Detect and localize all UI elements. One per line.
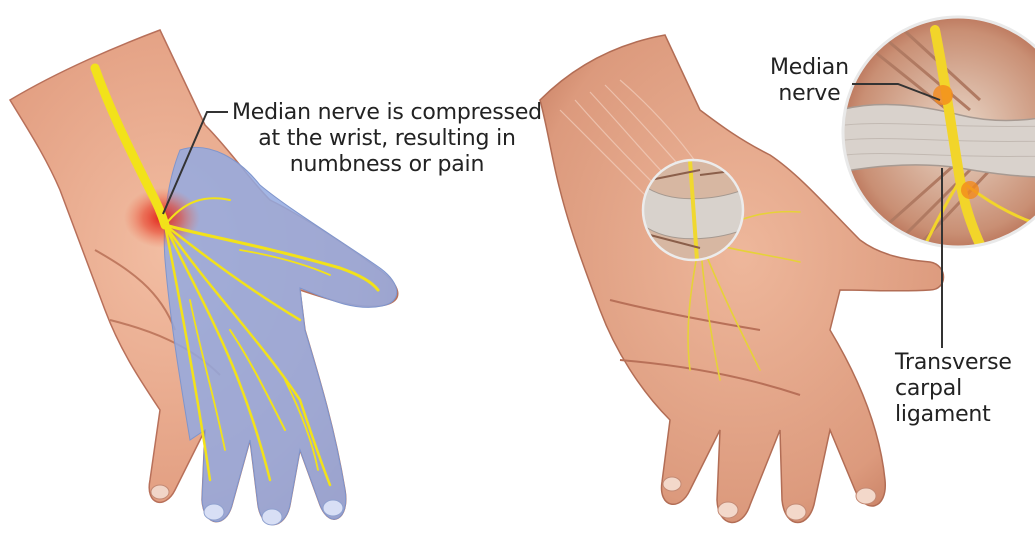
annotation-line: Median bbox=[770, 55, 849, 81]
zoomed-detail bbox=[840, 17, 1035, 255]
median-nerve-label: Median nerve bbox=[770, 55, 849, 107]
annotation-line: ligament bbox=[895, 402, 1012, 428]
numbness-region bbox=[164, 147, 397, 524]
annotation-line: Transverse bbox=[895, 350, 1012, 376]
annotation-line: at the wrist, resulting in bbox=[232, 126, 542, 152]
compressed-annotation: Median nerve is compressed at the wrist,… bbox=[232, 100, 542, 178]
annotation-line: numbness or pain bbox=[232, 152, 542, 178]
annotation-line: carpal bbox=[895, 376, 1012, 402]
annotation-line: Median nerve is compressed bbox=[232, 100, 542, 126]
ligament-label: Transverse carpal ligament bbox=[895, 350, 1012, 428]
annotation-line: nerve bbox=[770, 81, 849, 107]
